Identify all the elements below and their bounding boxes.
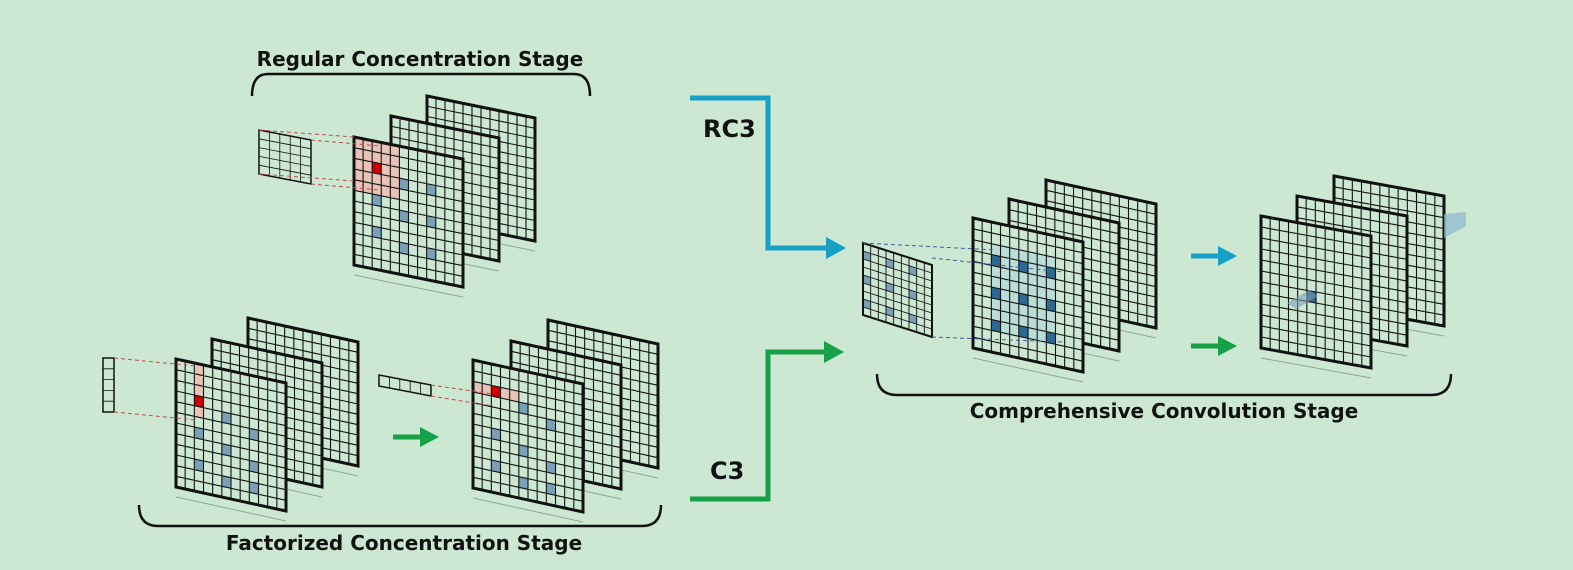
comprehensive-kernel-grid [862,241,933,339]
c3-path-arrowhead [824,341,844,363]
factorized-horizontal-kernel [378,374,432,397]
rc3-path-arrowhead [826,237,846,259]
comprehensive-stage-bracket [875,373,1453,397]
regular-stage-label: Regular Concentration Stage [257,47,584,71]
factorized-step-arrow [393,427,439,447]
output-pixel-cuboid [1287,290,1318,309]
comprehensive-stage-label: Comprehensive Convolution Stage [970,399,1359,423]
factorized-left-map-front [174,357,288,522]
factorized-vertical-kernel [102,357,115,413]
c3-path [690,349,828,502]
output-feature-map-front [1259,214,1373,379]
factorized-horizontal-projection [430,384,494,407]
output-pixel-edge [1444,212,1466,238]
factorized-right-map-front [471,358,585,523]
factorized-stage-label: Factorized Concentration Stage [226,531,582,555]
rc3-label: RC3 [703,115,756,143]
rc3-path [690,95,830,251]
c3-output-arrow [1191,336,1237,356]
comprehensive-input-map-front [971,216,1085,383]
regular-stage-bracket [250,72,592,97]
comprehensive-kernel-projection [862,242,1064,343]
factorized-stage-bracket [137,504,663,528]
regular-kernel-grid [258,129,312,185]
c3-label: C3 [710,457,744,485]
rc3-output-arrow [1191,246,1237,266]
regular-feature-map-front [352,135,465,298]
